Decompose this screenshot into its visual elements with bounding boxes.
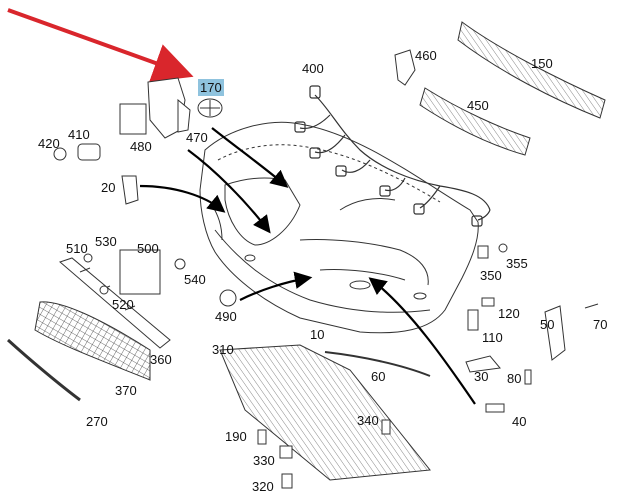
part-label: 30 — [474, 369, 489, 384]
part-label: 60 — [371, 369, 386, 384]
part-label: 490 — [215, 309, 237, 324]
part-label: 400 — [302, 61, 324, 76]
sensor-490 — [219, 289, 237, 307]
part-label: 520 — [112, 297, 134, 312]
parking-sensor — [53, 143, 101, 161]
part-label: 510 — [66, 241, 88, 256]
part-label: 470 — [186, 130, 208, 145]
part-label: 370 — [115, 383, 137, 398]
part-label: 410 — [68, 127, 90, 142]
part-label: 450 — [467, 98, 489, 113]
grille-frame — [419, 87, 531, 156]
bumper-cover — [199, 121, 479, 334]
part-label: 20 — [101, 180, 116, 195]
part-label: 70 — [593, 317, 608, 332]
part-label: 150 — [531, 56, 553, 71]
strip-60 — [324, 351, 431, 377]
part-label: 190 — [225, 429, 247, 444]
part-label: 530 — [95, 234, 117, 249]
bracket-assembly — [119, 77, 191, 139]
part-label: 40 — [512, 414, 527, 429]
side-cover-20 — [121, 175, 139, 205]
part-label: 330 — [253, 453, 275, 468]
part-label: 500 — [137, 241, 159, 256]
part-label: 350 — [480, 268, 502, 283]
highlighted-part-170[interactable]: 170 — [198, 79, 224, 96]
trim-strip — [6, 338, 81, 402]
leader-lines — [139, 127, 476, 405]
part-label: 120 — [498, 306, 520, 321]
part-label: 310 — [212, 342, 234, 357]
upper-grille-strip — [457, 21, 606, 119]
license-plate-bracket — [119, 249, 161, 295]
part-label: 80 — [507, 371, 522, 386]
part-label: 360 — [150, 352, 172, 367]
bracket-460 — [394, 49, 416, 86]
part-label: 50 — [540, 317, 555, 332]
part-label: 480 — [130, 139, 152, 154]
underbody-panel — [219, 344, 431, 481]
part-label: 10 — [310, 327, 325, 342]
part-label: 460 — [415, 48, 437, 63]
part-label: 110 — [482, 330, 503, 345]
part-label: 355 — [506, 256, 528, 271]
part-label: 270 — [86, 414, 108, 429]
part-label: 420 — [38, 136, 60, 151]
pointer-arrow — [7, 8, 194, 82]
bracket-50 — [544, 305, 566, 361]
part-label-highlighted[interactable]: 170 — [198, 79, 224, 96]
small-fasteners — [83, 243, 599, 489]
wiring-harness — [294, 85, 491, 227]
part-label: 340 — [357, 413, 379, 428]
part-label: 540 — [184, 272, 206, 287]
emblem-170 — [197, 98, 223, 118]
mesh-grille — [34, 301, 151, 381]
part-label: 320 — [252, 479, 274, 494]
